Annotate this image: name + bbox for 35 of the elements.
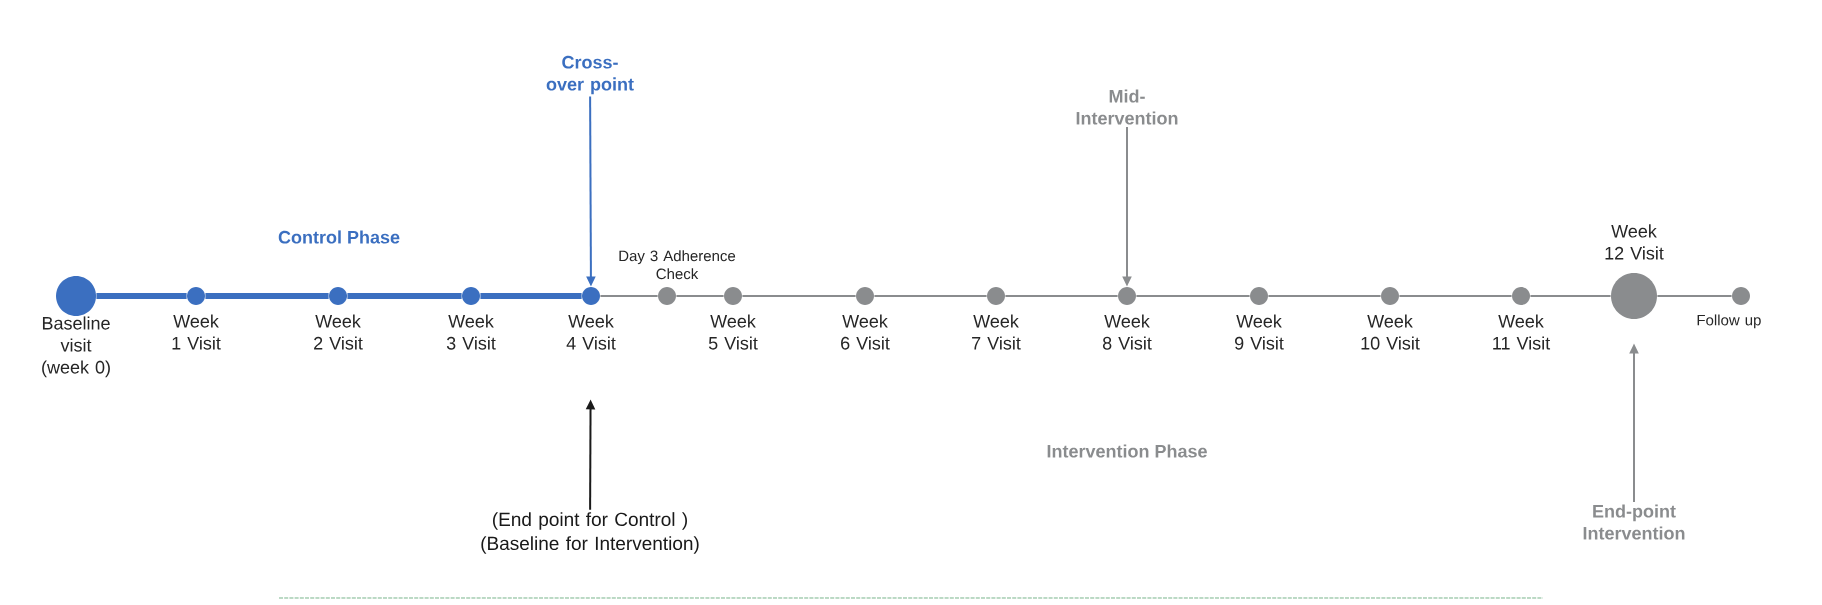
timeline-segment	[205, 293, 329, 299]
timeline-segment	[1004, 295, 1119, 297]
timeline-segment	[1529, 295, 1612, 297]
visit-label: Week 11 Visit	[1493, 314, 1551, 350]
visit-label: Week 4 Visit	[566, 314, 616, 350]
visit-label: Week 6 Visit	[841, 314, 890, 350]
timeline-segment	[480, 293, 582, 299]
callout-text: Mid-Intervention	[1076, 89, 1178, 125]
visit-label: Baseline visit (week 0)	[42, 316, 110, 378]
timeline-segment	[347, 293, 462, 299]
callout-text: (End point for Control ) (Baseline for Intervention)	[481, 512, 699, 554]
timeline-segment	[741, 295, 857, 297]
visit-label: Week 10 Visit	[1361, 314, 1420, 350]
phase-label: Control Phase	[278, 230, 400, 244]
timeline-segment	[675, 295, 725, 297]
visit-label: Week 8 Visit	[1102, 314, 1152, 350]
visit-label: Week 9 Visit	[1235, 314, 1284, 350]
phase-label: Intervention Phase	[1047, 444, 1207, 458]
visit-label: Week 12 Visit	[1605, 224, 1664, 260]
timeline-segment	[1656, 295, 1733, 297]
visit-label: Week 1 Visit	[172, 314, 221, 350]
timeline-segment	[1398, 295, 1513, 297]
callout-text: End-point Intervention	[1583, 504, 1685, 540]
visit-label: Week 3 Visit	[446, 314, 496, 350]
visit-label: Week 5 Visit	[708, 314, 758, 350]
visit-label: Follow up	[1697, 314, 1761, 329]
visit-label: Week 2 Visit	[314, 314, 363, 350]
timeline-segment	[599, 295, 659, 297]
visit-label: Week 7 Visit	[972, 314, 1021, 350]
timeline-segment	[96, 293, 187, 299]
timeline-segment	[1267, 295, 1382, 297]
visit-label: Day 3 Adherence Check	[619, 250, 736, 280]
callout-text: Cross-over point	[546, 55, 634, 95]
timeline-segment	[873, 295, 988, 297]
timeline-segment	[1135, 295, 1251, 297]
